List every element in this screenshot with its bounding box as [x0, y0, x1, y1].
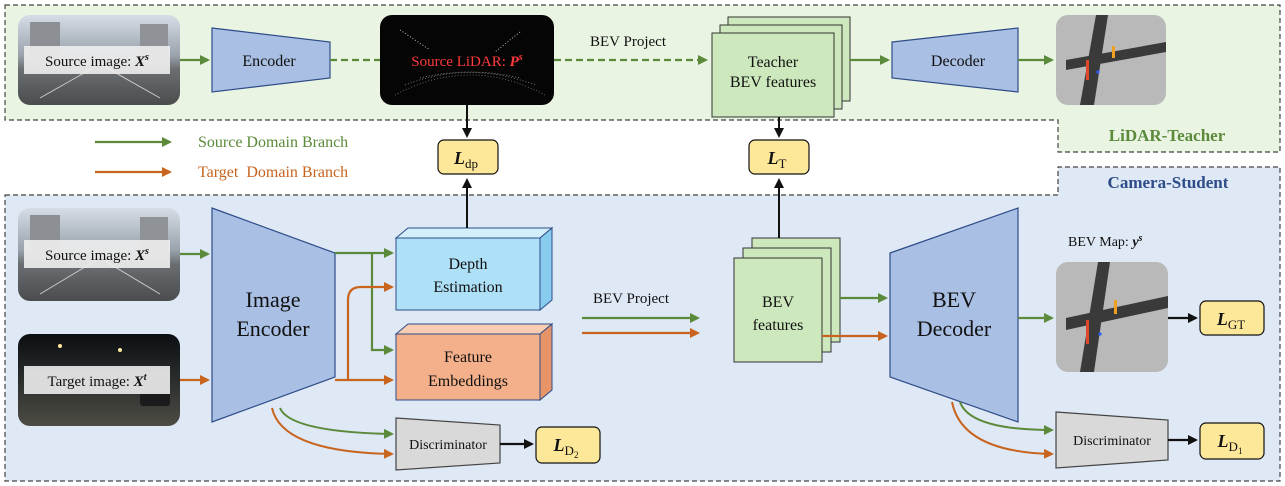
bev-map-var: y [1130, 235, 1139, 250]
teacher-decoder: Decoder [891, 27, 1019, 93]
legend-source-label: Source Domain Branch [198, 134, 348, 151]
bev-decoder: BEV Decoder [889, 207, 1019, 423]
teacher-section-title: LiDAR-Teacher [1109, 126, 1226, 145]
teacher-lidar-sup: s [518, 52, 523, 63]
loss-d1-sub: D [1229, 439, 1238, 454]
image-encoder: Image Encoder [211, 207, 336, 423]
arrow-encoder-to-depth-orange [346, 282, 394, 380]
bev-line2: features [753, 317, 804, 334]
teacher-encoder-label: Encoder [242, 53, 296, 70]
depth-line1: Depth [448, 256, 487, 273]
student-source-image-sup: s [144, 246, 149, 257]
image-encoder-line2: Encoder [236, 316, 310, 341]
teacher-bev-map [1056, 15, 1166, 105]
arrow-decoder-to-disc1-orange [951, 401, 1054, 459]
arrow-encoder-to-embed-green [370, 253, 394, 355]
teacher-bev-features: Teacher BEV features [711, 16, 851, 118]
loss-t-sub: T [779, 156, 787, 171]
discriminator-right-label: Discriminator [1073, 434, 1151, 449]
loss-d1-subsub: 1 [1238, 446, 1243, 456]
arrow-decoder-to-disc1-green [959, 401, 1054, 435]
arrow-encoder-to-disc2-green [279, 407, 394, 439]
loss-gt-sub: GT [1228, 317, 1245, 332]
loss-t-main: L [767, 148, 779, 168]
teacher-source-image-label: Source image: [45, 54, 135, 70]
teacher-encoder: Encoder [211, 27, 331, 93]
svg-text:LGT: LGT [1216, 309, 1245, 332]
svg-text:Source image: Xs: Source image: Xs [45, 246, 149, 264]
bev-decoder-line2: Decoder [917, 316, 992, 341]
teacher-lidar-image: Source LiDAR: Ps [380, 15, 554, 105]
teacher-source-image-sup: s [144, 52, 149, 63]
loss-d2: LD2 [535, 426, 601, 464]
svg-text:BEV Map: ys: BEV Map: ys [1068, 233, 1143, 250]
student-bev-project-label: BEV Project [593, 291, 670, 307]
student-target-image-var: X [133, 374, 145, 390]
loss-dp: Ldp [437, 139, 499, 175]
svg-text:LD1: LD1 [1217, 431, 1243, 456]
student-source-image: Source image: Xs [18, 208, 180, 301]
svg-text:LD2: LD2 [553, 435, 579, 460]
teacher-bev-project-label: BEV Project [590, 34, 667, 50]
student-target-image-sup: t [144, 372, 148, 383]
svg-text:Source image: Xs: Source image: Xs [45, 52, 149, 70]
teacher-source-image-var: X [134, 54, 146, 70]
bev-decoder-line1: BEV [932, 287, 976, 312]
teacher-lidar-var: P [510, 54, 520, 70]
loss-gt: LGT [1199, 300, 1265, 336]
teacher-decoder-label: Decoder [931, 53, 986, 70]
svg-text:Ldp: Ldp [453, 148, 478, 171]
image-encoder-line1: Image [246, 287, 301, 312]
legend-target-label: Target Domain Branch [198, 164, 348, 181]
loss-t: LT [748, 139, 810, 175]
teacher-lidar-label: Source LiDAR: [411, 54, 509, 70]
loss-d1-main: L [1217, 431, 1229, 451]
svg-text:Source LiDAR: Ps: Source LiDAR: Ps [411, 52, 523, 70]
loss-dp-sub: dp [465, 156, 478, 171]
loss-d2-subsub: 2 [574, 450, 579, 460]
discriminator-left: Discriminator [395, 417, 501, 471]
bev-map-label: BEV Map: [1068, 235, 1132, 250]
student-source-image-label: Source image: [45, 248, 135, 264]
embed-line1: Feature [444, 349, 492, 366]
student-section-title: Camera-Student [1108, 173, 1229, 192]
svg-text:Target image: Xt: Target image: Xt [48, 372, 148, 390]
student-bev-features: BEV features [733, 237, 841, 363]
legend: Source Domain Branch Target Domain Branc… [95, 134, 348, 181]
teacher-bev-line1: Teacher [748, 54, 799, 71]
student-target-image-label: Target image: [48, 374, 134, 390]
loss-gt-main: L [1216, 309, 1228, 329]
teacher-source-image: Source image: Xs [18, 15, 180, 105]
student-target-image: Target image: Xt [18, 334, 180, 426]
embed-line2: Embeddings [428, 373, 508, 390]
arrow-encoder-to-disc2-orange [271, 407, 394, 459]
loss-d2-main: L [553, 435, 565, 455]
teacher-bev-line2: BEV features [730, 74, 816, 91]
loss-d1: LD1 [1199, 422, 1265, 460]
feature-embeddings-box: Feature Embeddings [394, 322, 554, 402]
loss-d2-sub: D [565, 443, 574, 458]
loss-dp-main: L [453, 148, 465, 168]
bev-line1: BEV [762, 294, 794, 311]
student-bev-map [1056, 262, 1168, 372]
depth-estimation-box: Depth Estimation [394, 226, 554, 312]
bev-map-sup: s [1138, 233, 1143, 244]
discriminator-right: Discriminator [1055, 411, 1169, 469]
student-source-image-var: X [134, 248, 146, 264]
discriminator-left-label: Discriminator [409, 438, 487, 453]
svg-text:LT: LT [767, 148, 787, 171]
depth-line2: Estimation [433, 279, 502, 296]
